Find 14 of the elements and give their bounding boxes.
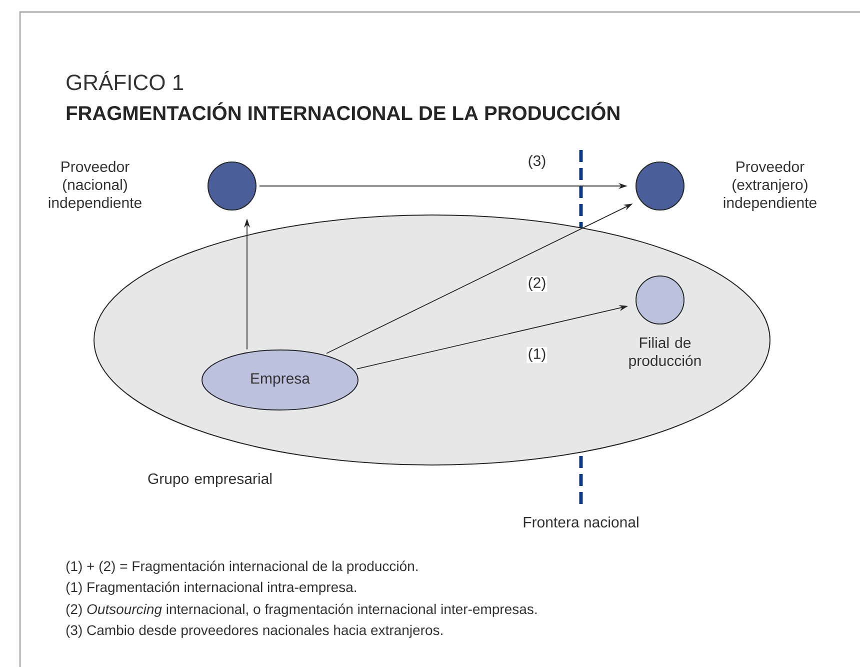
note: (1) Fragmentación internacional intra-empresa. <box>66 582 356 595</box>
node-label: Proveedor (extranjero) independiente <box>724 161 816 211</box>
note: (3) Cambio desde proveedores nacionales hacia extranjeros. <box>66 624 442 638</box>
edge-label: (3) <box>526 154 548 170</box>
note: (2) Outsourcing internacional, o fragmentación internacional inter-empresas. <box>66 604 537 617</box>
node-label: Proveedor (nacional) independiente <box>48 161 142 211</box>
note: (1) + (2) = Fragmentación internacional de la producción. <box>66 560 418 574</box>
edge-label: (1) <box>526 347 548 363</box>
node-label: Filial de producción <box>629 337 701 369</box>
title: FRAGMENTACIÓN INTERNACIONAL DE LA PRODUCCIÓN <box>66 102 620 120</box>
border-label: Frontera nacional <box>524 516 638 528</box>
figure-number: GRÁFICO 1 <box>66 70 184 90</box>
node-label: Grupo empresarial <box>148 473 272 487</box>
edge-label: (2) <box>526 276 548 292</box>
